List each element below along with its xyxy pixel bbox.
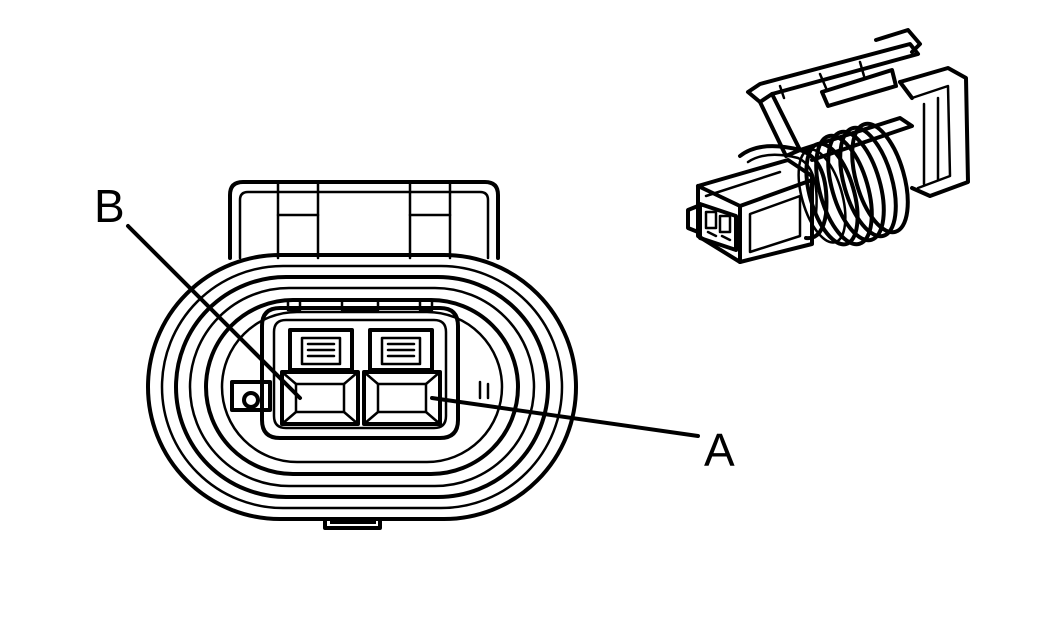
iso-rear-housing (898, 66, 970, 198)
latch-housing (228, 180, 500, 260)
iso-seal-ribs (797, 121, 910, 247)
leader-line-a (430, 396, 700, 438)
locator-nub (230, 380, 490, 412)
callout-label-b: B (94, 180, 125, 232)
iso-terminal-openings (686, 202, 738, 252)
leader-line-b (126, 224, 302, 400)
terminal-b (280, 328, 360, 426)
terminal-block (260, 298, 460, 440)
iso-clip-ring (738, 144, 829, 241)
bottom-key-tab (323, 517, 382, 530)
callout-label-a: A (704, 424, 735, 476)
connector-isometric-view (686, 28, 970, 264)
terminal-a (362, 328, 442, 426)
seal-rings (146, 253, 578, 521)
connector-face-view: B A (94, 180, 735, 530)
iso-front-nose (696, 158, 814, 264)
